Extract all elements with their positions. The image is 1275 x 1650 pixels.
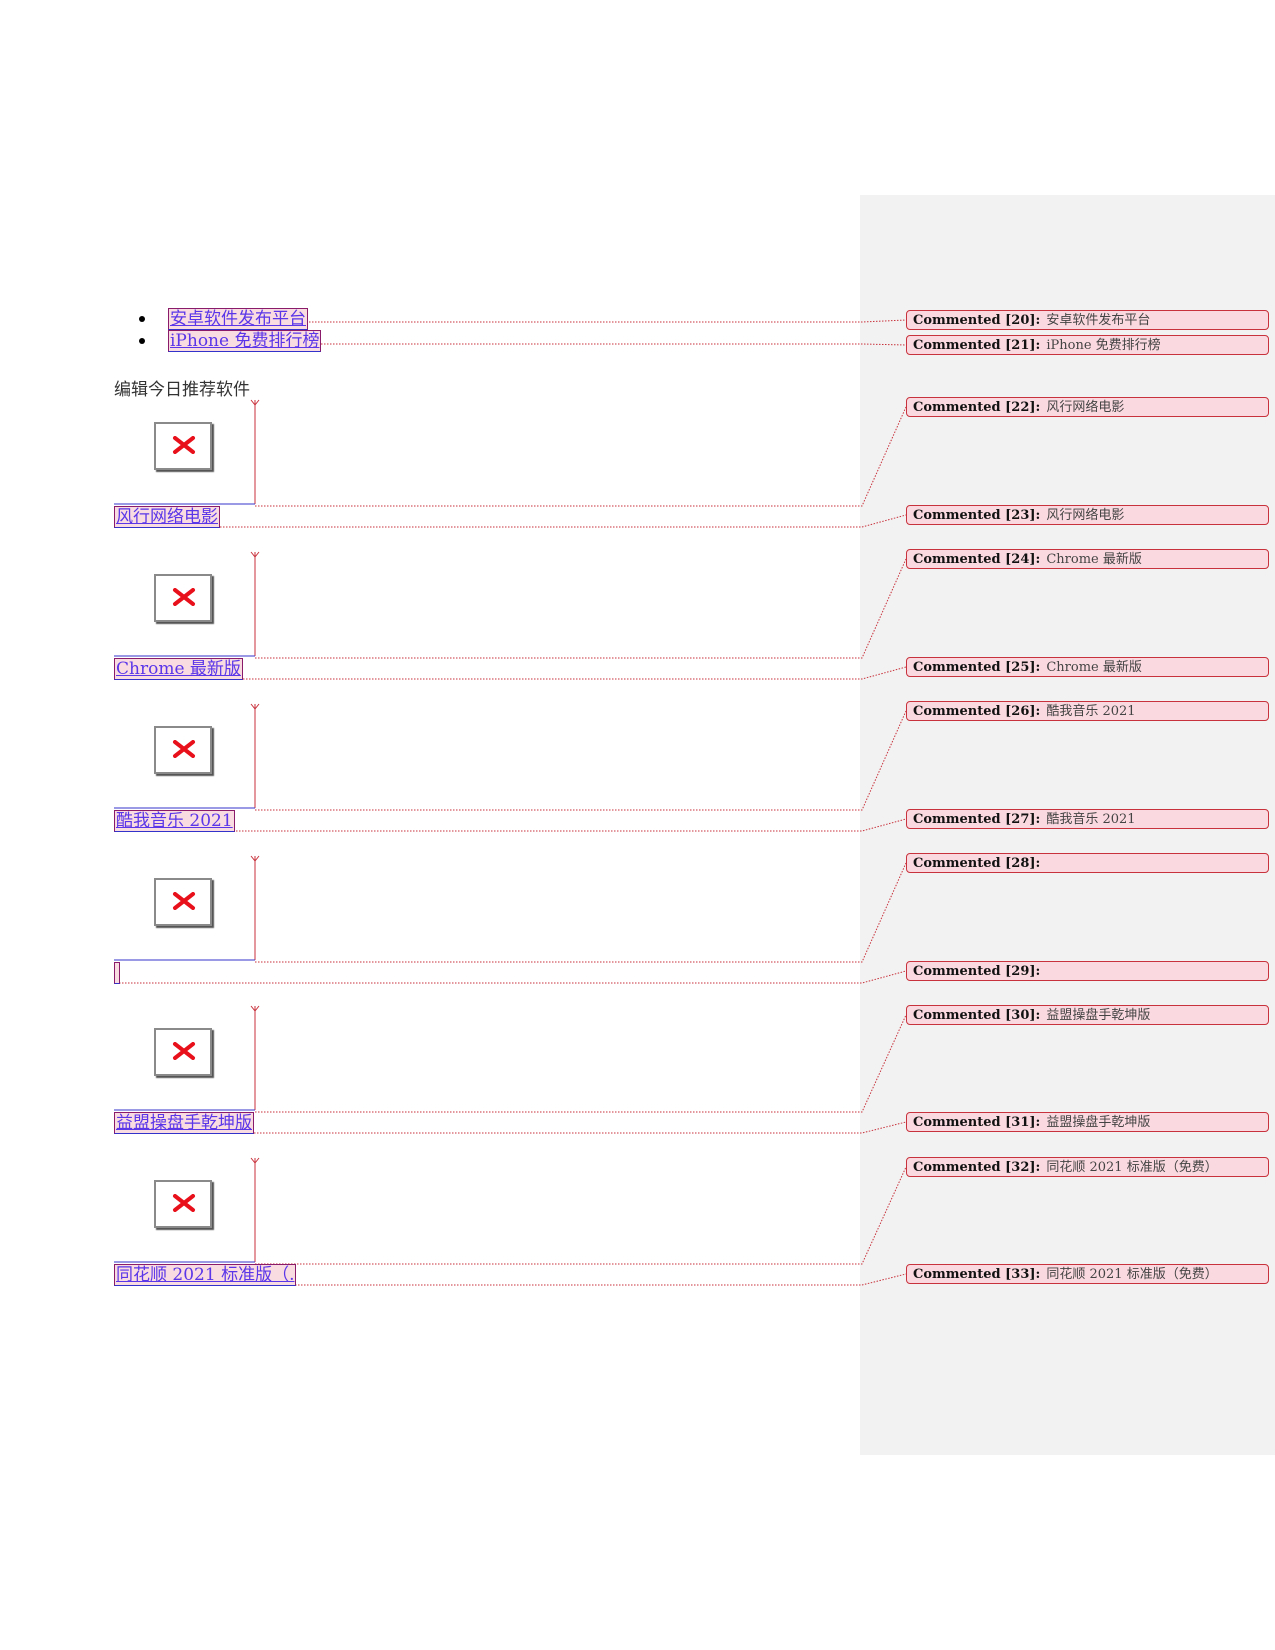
comment-label: Commented [33]: [913,1267,1041,1282]
leader-line [255,558,907,659]
comment-balloon[interactable]: Commented [21]: iPhone 免费排行榜 [906,335,1269,355]
comment-label: Commented [25]: [913,660,1041,675]
leader-line [255,710,907,811]
link-iphone-free-ranking[interactable]: iPhone 免费排行榜 [168,330,322,352]
leader-line [255,1166,907,1265]
leader-line [280,1273,907,1286]
leader-line [218,818,907,832]
comment-label: Commented [24]: [913,552,1041,567]
broken-image-icon [154,726,212,774]
range-marker-tick [250,551,260,558]
comment-label: Commented [27]: [913,812,1041,827]
comment-text: Chrome 最新版 [1046,660,1142,675]
section-heading: 编辑今日推荐软件 [114,380,250,400]
comment-text: 同花顺 2021 标准版（免费） [1046,1267,1218,1282]
range-marker-tick [250,855,260,862]
app-link-3[interactable]: 酷我音乐 2021 [114,810,235,832]
app-link-1[interactable]: 风行网络电影 [114,506,220,528]
leader-line [248,1121,907,1134]
comment-balloon[interactable]: Commented [33]: 同花顺 2021 标准版（免费） [906,1264,1269,1284]
comment-text: 酷我音乐 2021 [1046,812,1136,827]
comment-label: Commented [29]: [913,964,1041,979]
leader-line [222,666,907,680]
range-marker-tick [250,1005,260,1012]
comment-text: 益盟操盘手乾坤版 [1046,1008,1151,1023]
broken-image-icon [154,878,212,926]
comment-balloon[interactable]: Commented [28]: [906,853,1269,873]
comment-balloon[interactable]: Commented [30]: 益盟操盘手乾坤版 [906,1005,1269,1025]
comment-balloon[interactable]: Commented [23]: 风行网络电影 [906,505,1269,525]
comment-balloon[interactable]: Commented [24]: Chrome 最新版 [906,549,1269,569]
comment-label: Commented [22]: [913,400,1041,415]
broken-image-icon [154,422,212,470]
leader-line [214,514,907,528]
comment-text: 风行网络电影 [1046,400,1125,415]
comment-text: iPhone 免费排行榜 [1046,338,1161,353]
comment-text: 同花顺 2021 标准版（免费） [1046,1160,1218,1175]
comment-balloon[interactable]: Commented [20]: 安卓软件发布平台 [906,310,1269,330]
link-android-platform[interactable]: 安卓软件发布平台 [168,308,308,330]
leader-line [255,1014,907,1113]
comment-text: 安卓软件发布平台 [1046,313,1151,328]
comment-balloon[interactable]: Commented [26]: 酷我音乐 2021 [906,701,1269,721]
comment-text: 风行网络电影 [1046,508,1125,523]
range-marker-tick [250,399,260,406]
app-link-2[interactable]: Chrome 最新版 [114,658,243,680]
range-marker-tick [250,1157,260,1164]
comment-balloon[interactable]: Commented [22]: 风行网络电影 [906,397,1269,417]
leader-line [116,970,907,984]
comment-balloon[interactable]: Commented [29]: [906,961,1269,981]
broken-image-icon [154,1180,212,1228]
comment-label: Commented [32]: [913,1160,1041,1175]
comment-balloon[interactable]: Commented [31]: 益盟操盘手乾坤版 [906,1112,1269,1132]
comment-text: 益盟操盘手乾坤版 [1046,1115,1151,1130]
comment-balloon[interactable]: Commented [25]: Chrome 最新版 [906,657,1269,677]
leader-line [255,406,907,507]
comment-label: Commented [26]: [913,704,1041,719]
broken-image-icon [154,1028,212,1076]
comment-label: Commented [20]: [913,313,1041,328]
app-link-6[interactable]: 同花顺 2021 标准版（. [114,1264,297,1286]
range-marker-tick [250,703,260,710]
leader-line [306,343,907,346]
comment-label: Commented [28]: [913,856,1041,871]
comment-label: Commented [23]: [913,508,1041,523]
comment-balloon[interactable]: Commented [27]: 酷我音乐 2021 [906,809,1269,829]
comment-text: 酷我音乐 2021 [1046,704,1136,719]
leader-line [255,862,907,963]
broken-image-icon [154,574,212,622]
comment-balloon[interactable]: Commented [32]: 同花顺 2021 标准版（免费） [906,1157,1269,1177]
comment-label: Commented [31]: [913,1115,1041,1130]
app-link-4[interactable] [114,962,120,984]
comment-label: Commented [21]: [913,338,1041,353]
comment-label: Commented [30]: [913,1008,1041,1023]
leader-line [306,319,907,323]
comment-text: Chrome 最新版 [1046,552,1142,567]
app-link-5[interactable]: 益盟操盘手乾坤版 [114,1112,254,1134]
